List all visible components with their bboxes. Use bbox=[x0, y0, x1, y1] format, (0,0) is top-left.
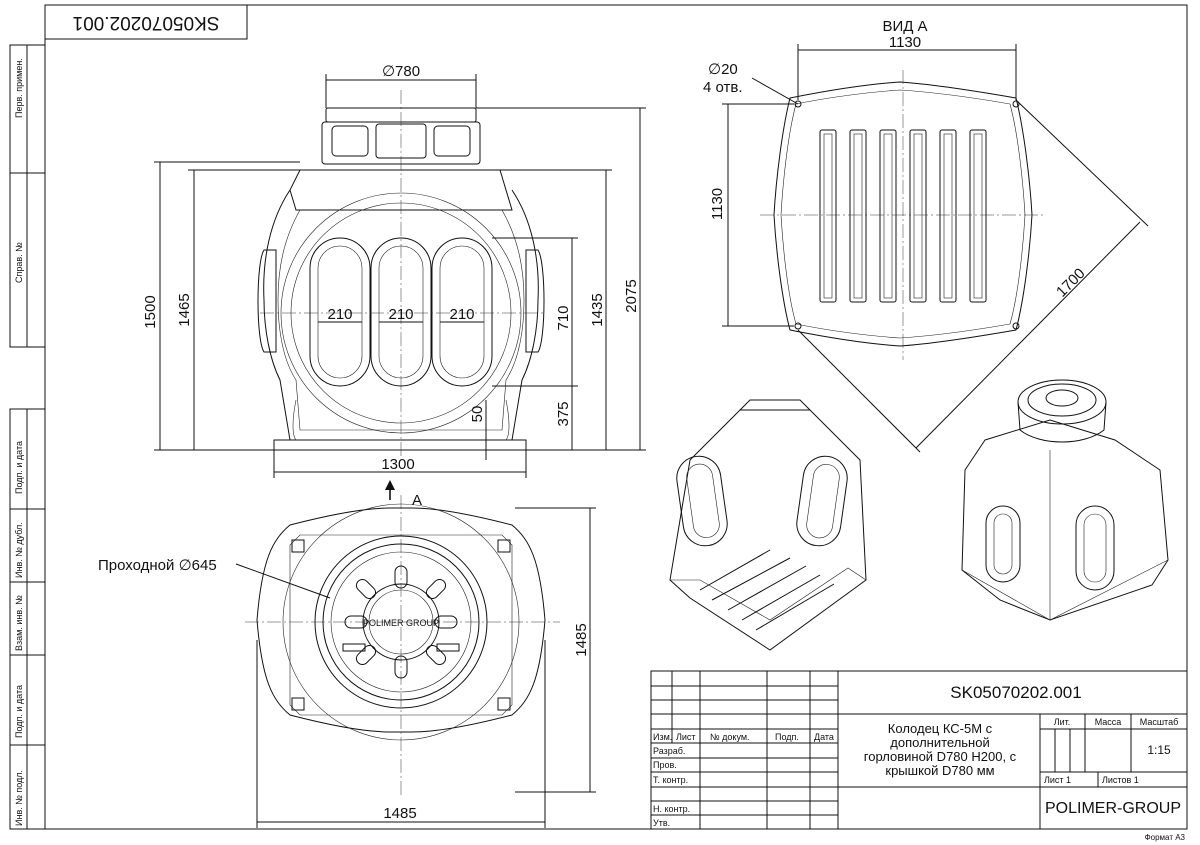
sheets-label: Листов 1 bbox=[1102, 775, 1139, 785]
side-label-inv-podl: Инв. № подл. bbox=[14, 770, 24, 826]
dim-1485-vertical: 1485 bbox=[573, 623, 590, 656]
row-tkontr: Т. контр. bbox=[653, 775, 688, 785]
scale-value: 1:15 bbox=[1147, 743, 1171, 757]
sheet-frame bbox=[9, 4, 1188, 830]
sheet-label: Лист 1 bbox=[1044, 775, 1071, 785]
view-a-title: ВИД А bbox=[882, 18, 927, 35]
side-label-sprav-no: Справ. № bbox=[14, 242, 24, 283]
dim-1130-horizontal: 1130 bbox=[889, 34, 921, 51]
rotated-stamp-code: SK05070202.001 bbox=[73, 12, 220, 33]
title-block-doc-code: SK05070202.001 bbox=[950, 683, 1081, 702]
iso-view-top bbox=[961, 379, 1169, 621]
col-podp: Подп. bbox=[775, 732, 799, 742]
side-label-vzam-inv: Взам. инв. № bbox=[14, 595, 24, 651]
side-label-podp-data-1: Подп. и дата bbox=[14, 441, 24, 494]
dim-1130-vertical: 1130 bbox=[709, 188, 726, 220]
dim-50: 50 bbox=[469, 406, 486, 423]
masshtab-label: Масштаб bbox=[1140, 717, 1179, 727]
dim-710: 710 bbox=[555, 305, 572, 330]
rotated-stamp: SK05070202.001 bbox=[44, 4, 248, 40]
passage-label: Проходной ∅645 bbox=[98, 557, 217, 574]
title-block: Изм. Лист № докум. Подп. Дата Разраб. Пр… bbox=[650, 670, 1188, 830]
dim-top-diameter: ∅780 bbox=[382, 63, 420, 80]
massa-label: Масса bbox=[1095, 717, 1122, 727]
col-izm: Изм. bbox=[653, 732, 672, 742]
side-label-podp-data-2: Подп. и дата bbox=[14, 685, 24, 738]
title-block-name-line-1: Колодец КС-5М с bbox=[888, 721, 993, 736]
row-razrab: Разраб. bbox=[653, 746, 685, 756]
front-view bbox=[257, 90, 545, 460]
dim-2075: 2075 bbox=[623, 279, 640, 312]
row-utv: Утв. bbox=[653, 818, 670, 828]
view-a-arrow-label: А bbox=[412, 492, 422, 509]
col-data: Дата bbox=[814, 732, 834, 742]
dim-210-a: 210 bbox=[327, 306, 352, 323]
format-label: Формат А3 bbox=[1145, 833, 1186, 842]
hole-diameter: ∅20 bbox=[708, 61, 738, 78]
side-label-perv-primen: Перв. примен. bbox=[14, 58, 24, 118]
front-view-dimensions: ∅780 1500 1465 210 210 210 710 375 1435 bbox=[142, 63, 646, 478]
row-prov: Пров. bbox=[653, 760, 677, 770]
title-block-name-line-4: крышкой D780 мм bbox=[885, 763, 994, 778]
dim-1700: 1700 bbox=[1053, 265, 1089, 301]
iso-view-bottom bbox=[669, 399, 867, 651]
title-block-name-line-3: горловиной D780 H200, с bbox=[864, 749, 1017, 764]
dim-1300: 1300 bbox=[381, 456, 414, 473]
top-view: POLIMER GROUP bbox=[245, 495, 560, 795]
dim-375: 375 bbox=[555, 401, 572, 426]
company-name: POLIMER-GROUP bbox=[1045, 800, 1181, 817]
view-a bbox=[760, 70, 1045, 360]
lit-label: Лит. bbox=[1054, 717, 1071, 727]
dim-210-c: 210 bbox=[449, 306, 474, 323]
dim-1485-horizontal: 1485 bbox=[383, 805, 416, 822]
col-list: Лист bbox=[676, 732, 696, 742]
dim-1465: 1465 bbox=[176, 293, 193, 326]
hole-count: 4 отв. bbox=[703, 79, 743, 96]
side-label-inv-dubl: Инв. № дубл. bbox=[14, 522, 24, 578]
dim-1435: 1435 bbox=[589, 293, 606, 326]
top-view-dimensions: А Проходной ∅645 1485 1485 bbox=[98, 480, 596, 828]
title-block-name-line-2: дополнительной bbox=[890, 735, 989, 750]
col-doc: № докум. bbox=[710, 732, 750, 742]
dim-210-b: 210 bbox=[388, 306, 413, 323]
row-nkontr: Н. контр. bbox=[653, 804, 690, 814]
dim-1500: 1500 bbox=[142, 295, 159, 328]
